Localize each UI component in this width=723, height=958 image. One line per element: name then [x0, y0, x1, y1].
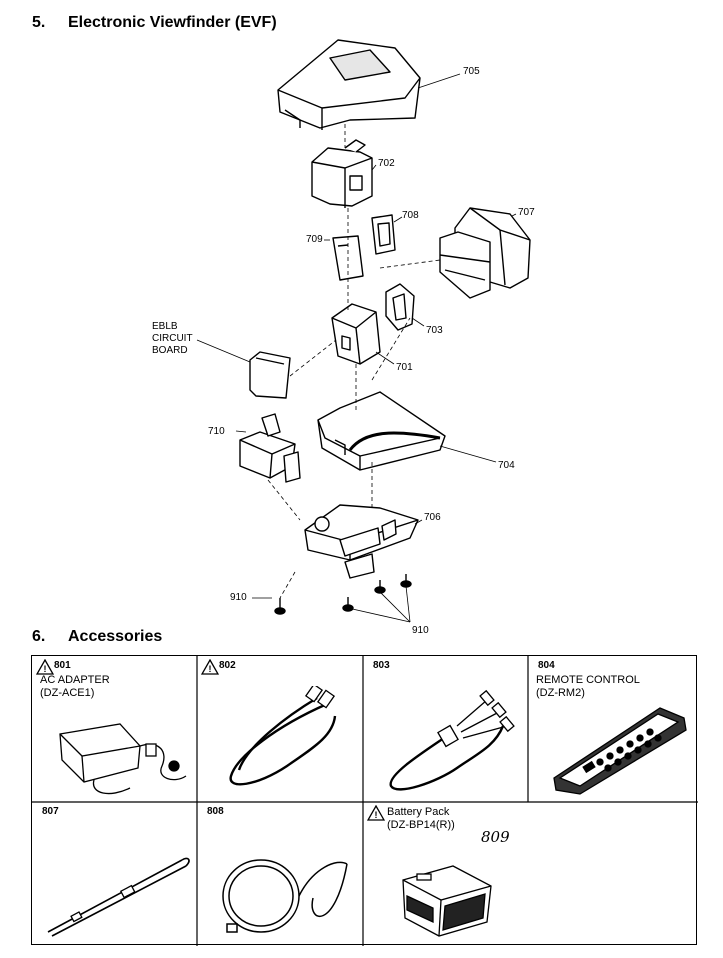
- warning-triangle-icon: !: [201, 659, 219, 675]
- accessory-name: AC ADAPTER: [40, 674, 110, 686]
- section-heading-evf: 5. Electronic Viewfinder (EVF): [32, 14, 277, 32]
- section-heading-accessories: 6. Accessories: [32, 628, 162, 646]
- part-702-bracket: [311, 139, 373, 208]
- accessory-cell-807: 807: [32, 802, 197, 946]
- battery-pack-image: [402, 865, 492, 937]
- assembly-axis-lines: [267, 124, 441, 599]
- part-701-holder: [331, 303, 381, 365]
- accessory-code: 801: [54, 660, 71, 671]
- leader-lines: [196, 73, 517, 623]
- callout-709: 709: [306, 234, 323, 245]
- accessory-code: 804: [538, 660, 555, 671]
- svg-text:!: !: [44, 664, 47, 674]
- accessory-cell-803: 803: [363, 656, 528, 802]
- part-706-base-plate: [304, 504, 419, 579]
- table-grid-lines: [32, 656, 698, 946]
- callout-704: 704: [498, 460, 515, 471]
- section-number: 5.: [32, 14, 46, 31]
- av-cable-image: [389, 689, 515, 791]
- accessory-cell-802: ! 802: [197, 656, 363, 802]
- accessory-name: REMOTE CONTROL: [536, 674, 640, 686]
- accessory-cell-808: 808: [197, 802, 363, 946]
- accessories-table: ! 801 AC ADAPTER (DZ-ACE1) ! 802: [31, 655, 698, 946]
- evf-exploded-diagram: 705 702 708 707 709 703 701 710 704 706 …: [152, 39, 535, 636]
- strap-image: [47, 857, 190, 937]
- handwritten-part-number: 809: [481, 828, 510, 846]
- accessory-model: (DZ-BP14(R)): [387, 819, 455, 831]
- part-910-screws: [274, 574, 412, 615]
- accessory-cell-804: 804 REMOTE CONTROL (DZ-RM2): [528, 656, 698, 802]
- callout-eblb-line3: BOARD: [152, 345, 188, 356]
- cable-image: [229, 686, 337, 786]
- accessory-cell-battery-pack: ! Battery Pack (DZ-BP14(R)) 809: [363, 802, 528, 946]
- remote-control-image: [553, 707, 687, 795]
- warning-triangle-icon: !: [36, 659, 54, 675]
- accessory-name: Battery Pack: [387, 806, 450, 818]
- callout-703: 703: [426, 325, 443, 336]
- callout-702: 702: [378, 158, 395, 169]
- accessory-model: (DZ-ACE1): [40, 687, 95, 699]
- part-710-block: [239, 413, 301, 483]
- callout-705: 705: [463, 66, 480, 77]
- accessory-model: (DZ-RM2): [536, 687, 585, 699]
- lens-cap-image: [222, 859, 348, 933]
- part-707-eyepiece: [439, 207, 531, 299]
- section-title: Electronic Viewfinder (EVF): [68, 14, 277, 31]
- callout-eblb-line1: EBLB: [152, 321, 178, 332]
- accessory-cell-801: ! 801 AC ADAPTER (DZ-ACE1): [32, 656, 197, 802]
- callout-910-right: 910: [412, 625, 429, 636]
- accessory-code: 802: [219, 660, 236, 671]
- ac-adapter-image: [59, 723, 187, 795]
- section-title: Accessories: [68, 628, 163, 645]
- callout-706: 706: [424, 512, 441, 523]
- accessory-code: 807: [42, 806, 59, 817]
- warning-triangle-icon: !: [367, 805, 385, 821]
- callout-710: 710: [208, 426, 225, 437]
- part-eblb-circuit-board: [249, 351, 291, 399]
- callout-701: 701: [396, 362, 413, 373]
- callout-eblb-line2: CIRCUIT: [152, 333, 193, 344]
- part-708-frame: [371, 214, 396, 255]
- callout-910-left: 910: [230, 592, 247, 603]
- callout-707: 707: [518, 207, 535, 218]
- accessory-cell-empty: [528, 802, 698, 946]
- accessory-code: 803: [373, 660, 390, 671]
- callout-708: 708: [402, 210, 419, 221]
- section-number: 6.: [32, 628, 46, 645]
- svg-text:!: !: [209, 664, 212, 674]
- part-705-top-cover: [277, 39, 421, 130]
- part-703-ring: [385, 283, 415, 331]
- part-704-chassis: [317, 391, 446, 471]
- accessory-code: 808: [207, 806, 224, 817]
- svg-text:!: !: [375, 810, 378, 820]
